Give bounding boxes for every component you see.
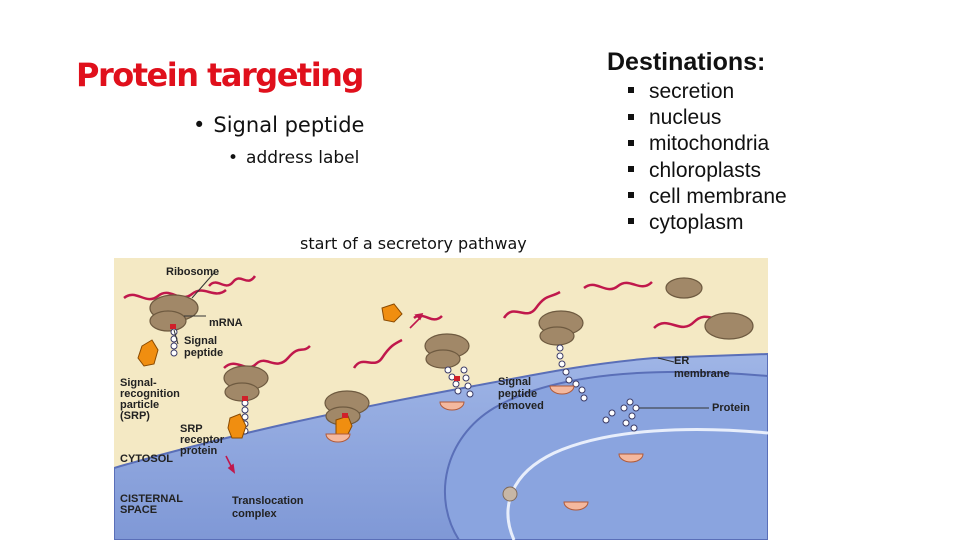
mrna-strand [352,338,403,369]
mrna-strand [502,290,561,319]
label-ribosome: Ribosome [166,266,219,278]
figure-caption: start of a secretory pathway [300,234,527,253]
mrna-strand [583,281,653,291]
mrna-strand [413,314,443,321]
srp-particle [227,413,247,439]
srp-particle [381,303,403,323]
translocation-complexes [325,385,644,511]
srp-particles [137,303,403,439]
list-item: chloroplasts [628,158,787,184]
label-srp-receptor: SRP receptor protein [180,423,227,457]
square-bullet-icon [628,113,634,120]
bullet-text: address label [246,148,360,168]
label-signal-peptide: Signal peptide [184,335,223,359]
destinations-heading: Destinations: [607,48,766,76]
mrna-strands [123,275,735,369]
translocation-complex [439,401,465,411]
list-item: cell membrane [628,184,787,210]
er-membrane-inner [506,428,768,540]
bullet-address-label: • address label [228,148,359,168]
list-item: mitochondria [628,131,787,157]
list-item-text: secretion [649,80,735,103]
square-bullet-icon [628,139,634,146]
translocation-complex [618,453,644,463]
free-ribosome [665,277,703,299]
list-item-text: cell membrane [649,184,787,208]
mrna-strand [208,275,257,287]
er-cisterna [443,370,768,540]
list-item: secretion [628,79,787,105]
bullet-signal-peptide: • Signal peptide [193,113,364,137]
label-srp: Signal- recognition particle (SRP) [120,377,183,422]
ribosome [425,349,461,369]
square-bullet-icon [628,87,634,94]
ribosomes [149,277,754,426]
srp-particle [137,339,159,367]
translocation-complex [549,385,575,395]
ribosome [149,310,187,332]
label-mrna: mRNA [209,317,243,329]
label-cytosol: CYTOSOL [120,453,173,465]
bullet-text: Signal peptide [213,113,365,137]
label-signal-peptide-removed: Signal peptide removed [498,376,544,412]
translocation-complex [563,501,589,511]
slide-title: Protein targeting [76,56,364,94]
label-translocation-complex: Translocation complex [232,495,307,520]
list-item-text: mitochondria [649,132,770,156]
label-protein: Protein [712,402,750,414]
label-er-membrane: ER membrane [674,355,730,380]
mrna-strand [223,345,311,369]
square-bullet-icon [628,218,634,225]
label-cisternal-space: CISTERNAL SPACE [120,493,186,516]
list-item-text: cytoplasm [649,210,744,234]
list-item: nucleus [628,105,787,131]
free-ribosome [704,312,754,340]
list-item: cytoplasm [628,210,787,236]
bullet-dot-icon: • [193,113,206,137]
removed-signal-fragment [502,486,518,502]
signal-peptides [170,324,460,418]
destinations-list: secretion nucleus mitochondria chloropla… [628,79,787,236]
square-bullet-icon [628,192,634,199]
ribosome [539,326,575,346]
list-item-text: nucleus [649,106,722,130]
arrows [225,312,424,474]
square-bullet-icon [628,166,634,173]
bullet-dot-icon: • [228,148,239,168]
label-leader-lines [173,272,709,409]
secretory-pathway-diagram: Ribosome mRNA Signal peptide Signal- rec… [114,258,768,540]
list-item-text: chloroplasts [649,158,762,182]
translocation-complex [325,433,351,443]
